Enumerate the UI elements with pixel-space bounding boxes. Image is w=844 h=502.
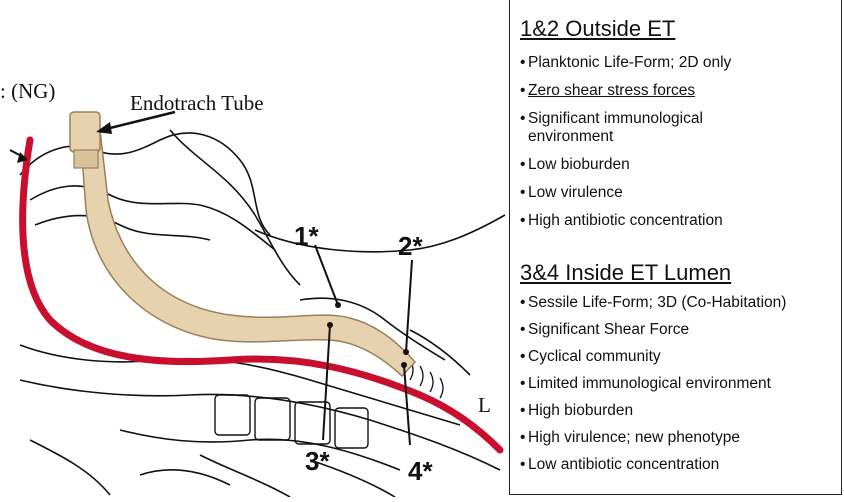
list-item: •Significant immunological environment [520, 110, 768, 156]
marker-4: 4* [408, 456, 433, 486]
info-panel: 1&2 Outside ET •Planktonic Life-Form; 2D… [509, 0, 842, 495]
endotracheal-tube [70, 112, 415, 376]
bullet-icon: • [520, 402, 528, 420]
section2-list: •Sessile Life-Form; 3D (Co-Habitation) •… [520, 294, 786, 483]
tube-arrow [96, 112, 175, 134]
marker-3: 3* [305, 446, 330, 476]
list-item: •Planktonic Life-Form; 2D only [520, 54, 768, 82]
letter-l: L [478, 393, 491, 417]
anatomy-diagram: : (NG) Endotrach Tube 1* 2* 3* 4* L [0, 0, 510, 497]
list-item-text: Significant immunological environment [528, 110, 768, 146]
list-item: •Significant Shear Force [520, 321, 786, 348]
list-item: •High antibiotic concentration [520, 212, 768, 240]
list-item-text: High bioburden [528, 402, 633, 419]
list-item-text: Sessile Life-Form; 3D (Co-Habitation) [528, 294, 786, 311]
list-item-text: High antibiotic concentration [528, 212, 723, 229]
list-item: •Low antibiotic concentration [520, 456, 786, 483]
list-item-text: Low antibiotic concentration [528, 456, 719, 473]
section2-heading: 3&4 Inside ET Lumen [520, 260, 731, 286]
section1-list: •Planktonic Life-Form; 2D only •Zero she… [520, 54, 768, 240]
bullet-icon: • [520, 294, 528, 312]
list-item: •High virulence; new phenotype [520, 429, 786, 456]
bullet-icon: • [520, 348, 528, 366]
bullet-icon: • [520, 82, 528, 100]
list-item: •Zero shear stress forces [520, 82, 768, 110]
section1-heading: 1&2 Outside ET [520, 16, 675, 42]
marker-1: 1* [294, 221, 319, 251]
ng-label: : (NG) [0, 79, 55, 103]
list-item-text: Low bioburden [528, 156, 630, 173]
list-item-text: Limited immunological environment [528, 375, 771, 392]
list-item-text: Significant Shear Force [528, 321, 689, 338]
list-item: •Limited immunological environment [520, 375, 786, 402]
bullet-icon: • [520, 110, 528, 128]
tube-label: Endotrach Tube [130, 91, 264, 115]
list-item-text: High virulence; new phenotype [528, 429, 740, 446]
list-item-text: Cyclical community [528, 348, 661, 365]
bullet-icon: • [520, 184, 528, 202]
list-item: •High bioburden [520, 402, 786, 429]
list-item: •Low virulence [520, 184, 768, 212]
list-item-text: Zero shear stress forces [528, 82, 695, 99]
list-item: •Sessile Life-Form; 3D (Co-Habitation) [520, 294, 786, 321]
list-item-text: Low virulence [528, 184, 623, 201]
bullet-icon: • [520, 429, 528, 447]
list-item: •Cyclical community [520, 348, 786, 375]
bullet-icon: • [520, 212, 528, 230]
bullet-icon: • [520, 54, 528, 72]
bullet-icon: • [520, 321, 528, 339]
bullet-icon: • [520, 156, 528, 174]
bullet-icon: • [520, 456, 528, 474]
marker-2: 2* [398, 231, 423, 261]
list-item: •Low bioburden [520, 156, 768, 184]
bullet-icon: • [520, 375, 528, 393]
anatomy-svg: : (NG) Endotrach Tube 1* 2* 3* 4* L [0, 0, 510, 497]
list-item-text: Planktonic Life-Form; 2D only [528, 54, 731, 71]
